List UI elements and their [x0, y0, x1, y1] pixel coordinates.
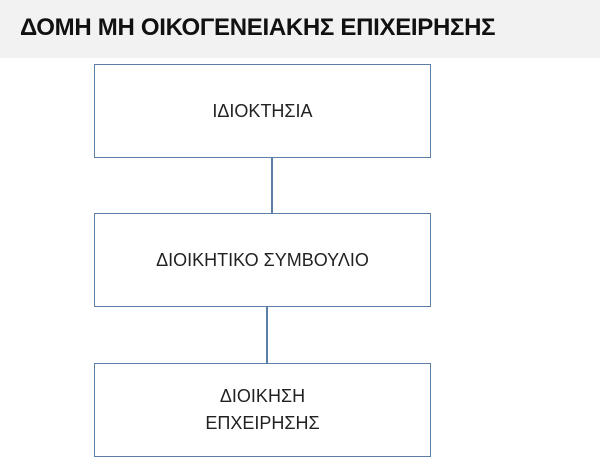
node-management-label-line-1: ΔΙΟΙΚΗΣΗ: [219, 386, 306, 406]
node-management-label-line-2: ΕΠΧΕΙΡΗΣΗΣ: [205, 413, 320, 433]
node-board: ΔΙΟΙΚΗΤΙΚΟ ΣΥΜΒΟΥΛΙΟ: [94, 213, 431, 307]
node-management: ΔΙΟΙΚΗΣΗ ΕΠΧΕΙΡΗΣΗΣ: [94, 363, 431, 457]
title-bar: ΔΟΜΗ ΜΗ ΟΙΚΟΓΕΝΕΙΑΚΗΣ ΕΠΙΧΕΙΡΗΣΗΣ: [0, 0, 600, 58]
diagram-title: ΔΟΜΗ ΜΗ ΟΙΚΟΓΕΝΕΙΑΚΗΣ ΕΠΙΧΕΙΡΗΣΗΣ: [20, 14, 496, 41]
connector-board-management: [266, 307, 268, 363]
node-board-label: ΔΙΟΙΚΗΤΙΚΟ ΣΥΜΒΟΥΛΙΟ: [156, 249, 369, 270]
node-ownership: ΙΔΙΟΚΤΗΣΙΑ: [94, 64, 431, 158]
node-ownership-label: ΙΔΙΟΚΤΗΣΙΑ: [212, 100, 313, 121]
connector-ownership-board: [271, 158, 273, 213]
